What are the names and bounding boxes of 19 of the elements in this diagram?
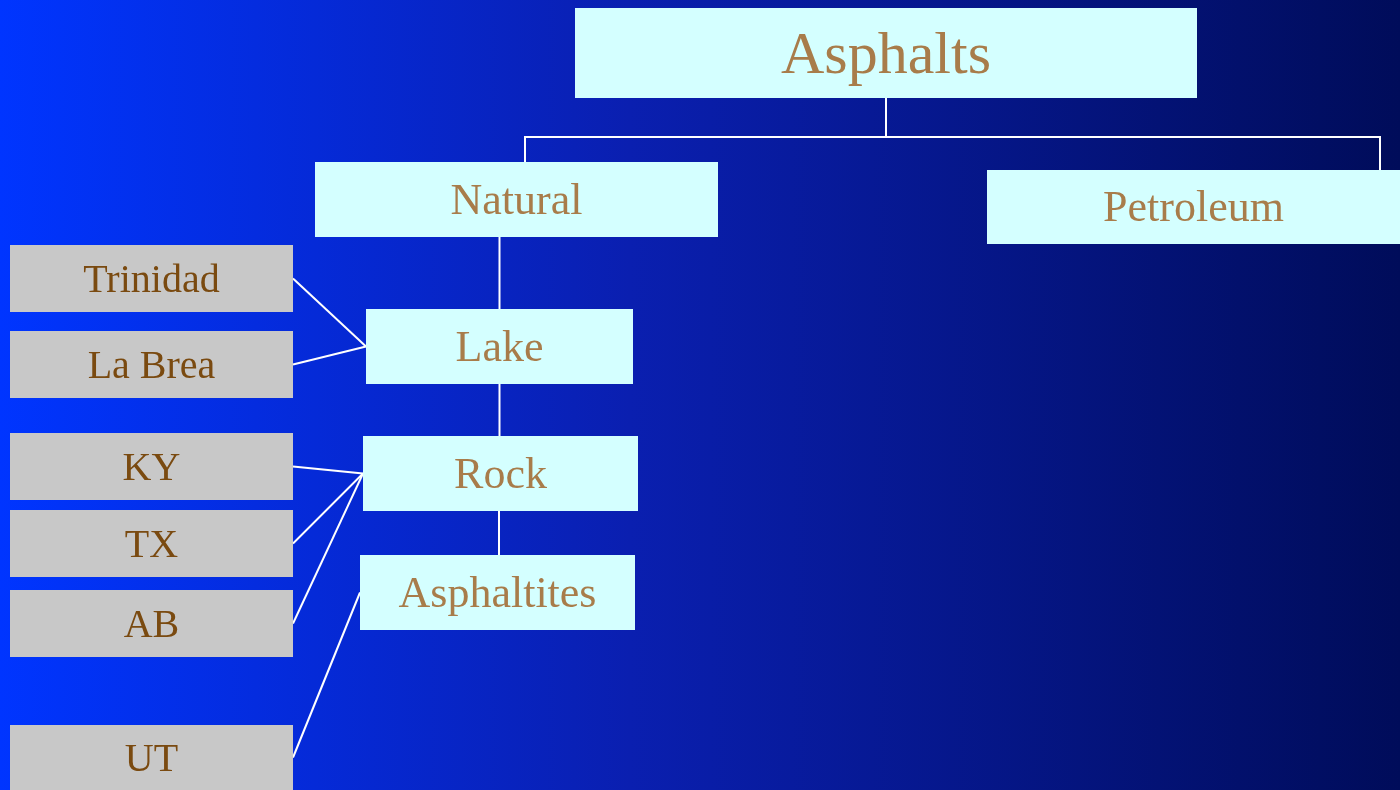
connector-line	[292, 472, 364, 545]
example-box: TX	[10, 510, 293, 577]
example-box: Trinidad	[10, 245, 293, 312]
example-box: UT	[10, 725, 293, 790]
connector-line	[498, 510, 500, 556]
category-box: Asphaltites	[360, 555, 635, 630]
category-box: Natural	[315, 162, 718, 237]
connector-line	[498, 236, 501, 310]
connector-line	[292, 277, 367, 348]
title-box: Asphalts	[575, 8, 1197, 98]
connector-line	[292, 345, 367, 366]
category-box: Petroleum	[987, 170, 1400, 244]
category-box: Rock	[363, 436, 638, 511]
connector-line	[292, 465, 364, 475]
category-box: Lake	[366, 309, 633, 384]
example-box: La Brea	[10, 331, 293, 398]
example-box: KY	[10, 433, 293, 500]
example-box: AB	[10, 590, 293, 657]
connector-line	[498, 383, 501, 437]
